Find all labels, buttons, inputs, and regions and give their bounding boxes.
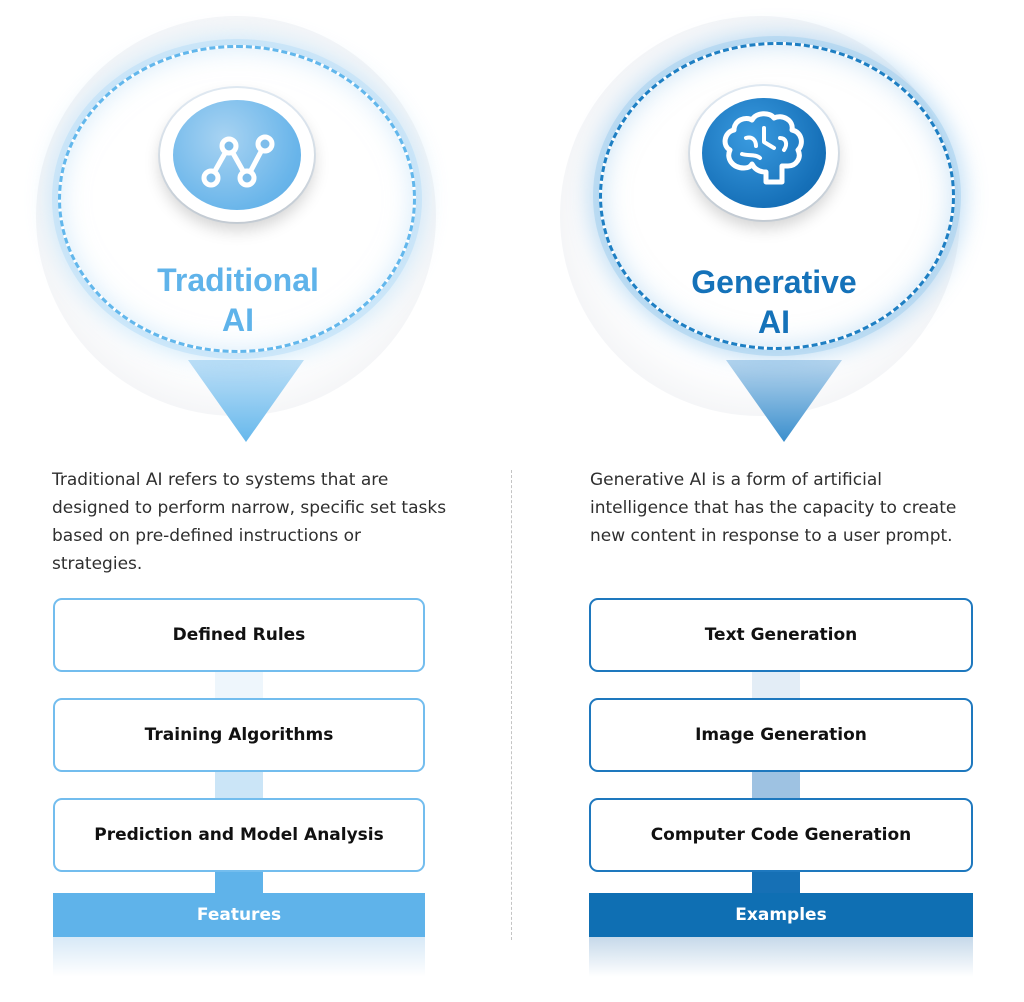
generative-connector bbox=[752, 872, 800, 894]
generative-icon-core bbox=[702, 98, 826, 208]
traditional-ai-panel: Traditional AI Traditional AI refers to … bbox=[36, 16, 447, 977]
traditional-icon-core bbox=[173, 100, 301, 210]
generative-title-line2: AI bbox=[758, 304, 790, 340]
traditional-connector bbox=[215, 672, 263, 700]
feature-training-algorithms: Training Algorithms bbox=[53, 698, 425, 772]
generative-ai-panel: Generative AI Generative AI is a form of… bbox=[512, 0, 1024, 1002]
traditional-icon-ring bbox=[160, 88, 314, 222]
example-computer-code-generation: Computer Code Generation bbox=[589, 798, 973, 872]
generative-connector bbox=[752, 772, 800, 800]
feature-prediction-model-analysis: Prediction and Model Analysis bbox=[53, 798, 425, 872]
generative-title: Generative AI bbox=[592, 262, 956, 342]
examples-footer-shadow bbox=[589, 937, 973, 977]
generative-connector bbox=[752, 672, 800, 700]
traditional-connector bbox=[215, 772, 263, 800]
traditional-description: Traditional AI refers to systems that ar… bbox=[52, 470, 447, 574]
generative-description: Generative AI is a form of artificial in… bbox=[590, 470, 957, 546]
brain-icon bbox=[722, 111, 804, 185]
features-footer: Features bbox=[53, 893, 425, 937]
examples-footer: Examples bbox=[589, 893, 973, 937]
features-footer-shadow bbox=[53, 937, 425, 977]
traditional-title: Traditional AI bbox=[58, 260, 418, 340]
example-image-generation: Image Generation bbox=[589, 698, 973, 772]
traditional-title-line2: AI bbox=[222, 302, 254, 338]
traditional-title-line1: Traditional bbox=[157, 262, 319, 298]
column-divider bbox=[511, 470, 512, 940]
example-text-generation: Text Generation bbox=[589, 598, 973, 672]
line-chart-icon bbox=[201, 134, 275, 188]
feature-defined-rules: Defined Rules bbox=[53, 598, 425, 672]
traditional-connector bbox=[215, 872, 263, 894]
generative-title-line1: Generative bbox=[691, 264, 857, 300]
generative-icon-ring bbox=[690, 86, 838, 220]
